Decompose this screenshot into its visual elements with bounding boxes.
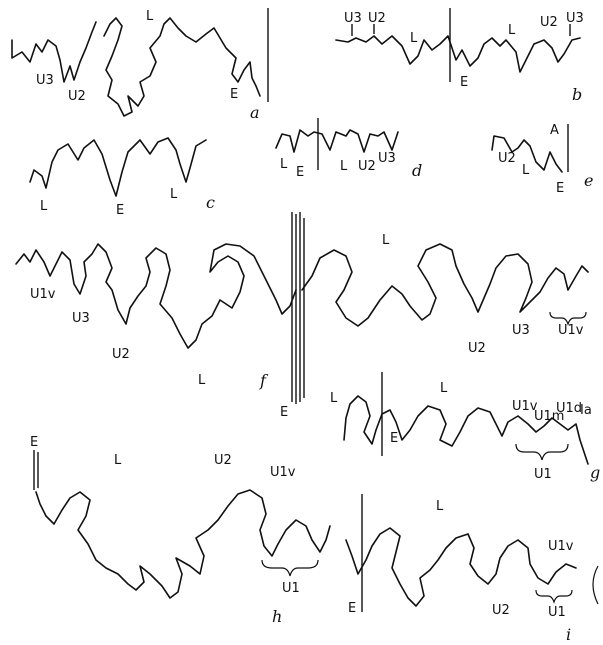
label-c-L-right: L [170,187,178,202]
label-a-U3: U3 [36,73,54,88]
panel-letter-i: i [566,625,571,644]
label-d-L-right: L [340,159,348,174]
label-g-I: Ia [580,403,592,418]
label-f-L-top: L [382,233,390,248]
suture-line-g [344,396,588,464]
panel-i: E L U2 U1v U1 i [346,494,598,644]
label-b-U3-right: U3 [566,11,584,26]
suture-line-c [30,138,206,196]
label-b-L-right: L [508,23,516,38]
suture-line-i [346,528,576,606]
label-e-U2: U2 [498,151,516,166]
label-b-E: E [460,75,468,90]
label-h-U1: U1 [282,581,300,596]
suture-line-f-right [302,244,588,326]
label-a-E: E [230,87,238,102]
label-h-E: E [30,435,38,450]
panel-letter-h: h [272,607,282,626]
siphuncle-axis-h [34,450,38,490]
panel-letter-b: b [572,85,582,104]
label-h-L: L [114,453,122,468]
panel-letter-g: g [590,463,600,482]
panel-e: A U2 L E e [492,123,593,196]
label-i-E: E [348,601,356,616]
label-g-U1d: U1d [556,401,582,416]
bracket-g-U1 [516,444,568,460]
siphuncle-axis-f [292,212,304,404]
panel-b: U3 U2 L E L U2 U3 b [336,8,584,104]
label-g-L-left: L [330,391,338,406]
panel-letter-d: d [412,161,422,180]
label-a-U2: U2 [68,89,86,104]
label-h-U2: U2 [214,453,232,468]
label-i-U1: U1 [548,605,566,620]
label-f-U3-right: U3 [512,323,530,338]
label-g-E: E [390,431,398,446]
suture-line-f [16,244,296,348]
panel-letter-a: a [250,103,260,122]
label-b-U3-left: U3 [344,11,362,26]
label-d-E: E [296,165,304,180]
label-d-L-left: L [280,157,288,172]
label-a-L: L [146,9,154,24]
label-g-L-mid: L [440,381,448,396]
label-f-U1v-right: U1v [558,323,584,338]
suture-line-b [336,36,580,72]
panel-letter-e: e [584,171,593,190]
panel-f: U1v U3 U2 L E L U2 U3 U1v f [16,212,588,420]
panel-h: E L U2 U1v U1 h [30,435,330,626]
bracket-h-U1 [262,560,318,576]
label-h-U1v: U1v [270,465,296,480]
label-f-U2-right: U2 [468,341,486,356]
suture-line-d [276,130,398,152]
panel-letter-f: f [259,371,269,390]
label-b-L-left: L [410,31,418,46]
suture-line-a [12,18,260,116]
panel-c: L E L c [30,138,215,218]
panel-letter-c: c [206,193,215,212]
bracket-i-U1 [536,590,572,602]
label-f-L-bottom: L [198,373,206,388]
label-f-U3-left: U3 [72,311,90,326]
label-c-E: E [116,203,124,218]
label-i-U2: U2 [492,603,510,618]
label-e-A: A [550,123,559,138]
label-i-L: L [436,499,444,514]
label-b-U2-left: U2 [368,11,386,26]
panel-d: L E L U2 U3 d [276,118,422,180]
label-f-U2-left: U2 [112,347,130,362]
label-f-U1v-left: U1v [30,287,56,302]
label-d-U3: U3 [378,151,396,166]
panel-a: L U3 U2 E a [12,8,268,122]
label-i-U1v: U1v [548,539,574,554]
label-d-U2: U2 [358,159,376,174]
label-f-E: E [280,405,288,420]
label-g-U1: U1 [534,467,552,482]
label-e-L: L [522,163,530,178]
panel-g: L E L U1v U1m U1d Ia U1 g [330,372,600,482]
label-b-U2-right: U2 [540,15,558,30]
label-c-L-left: L [40,199,48,214]
label-e-E: E [556,181,564,196]
partial-arc-i [593,566,598,604]
